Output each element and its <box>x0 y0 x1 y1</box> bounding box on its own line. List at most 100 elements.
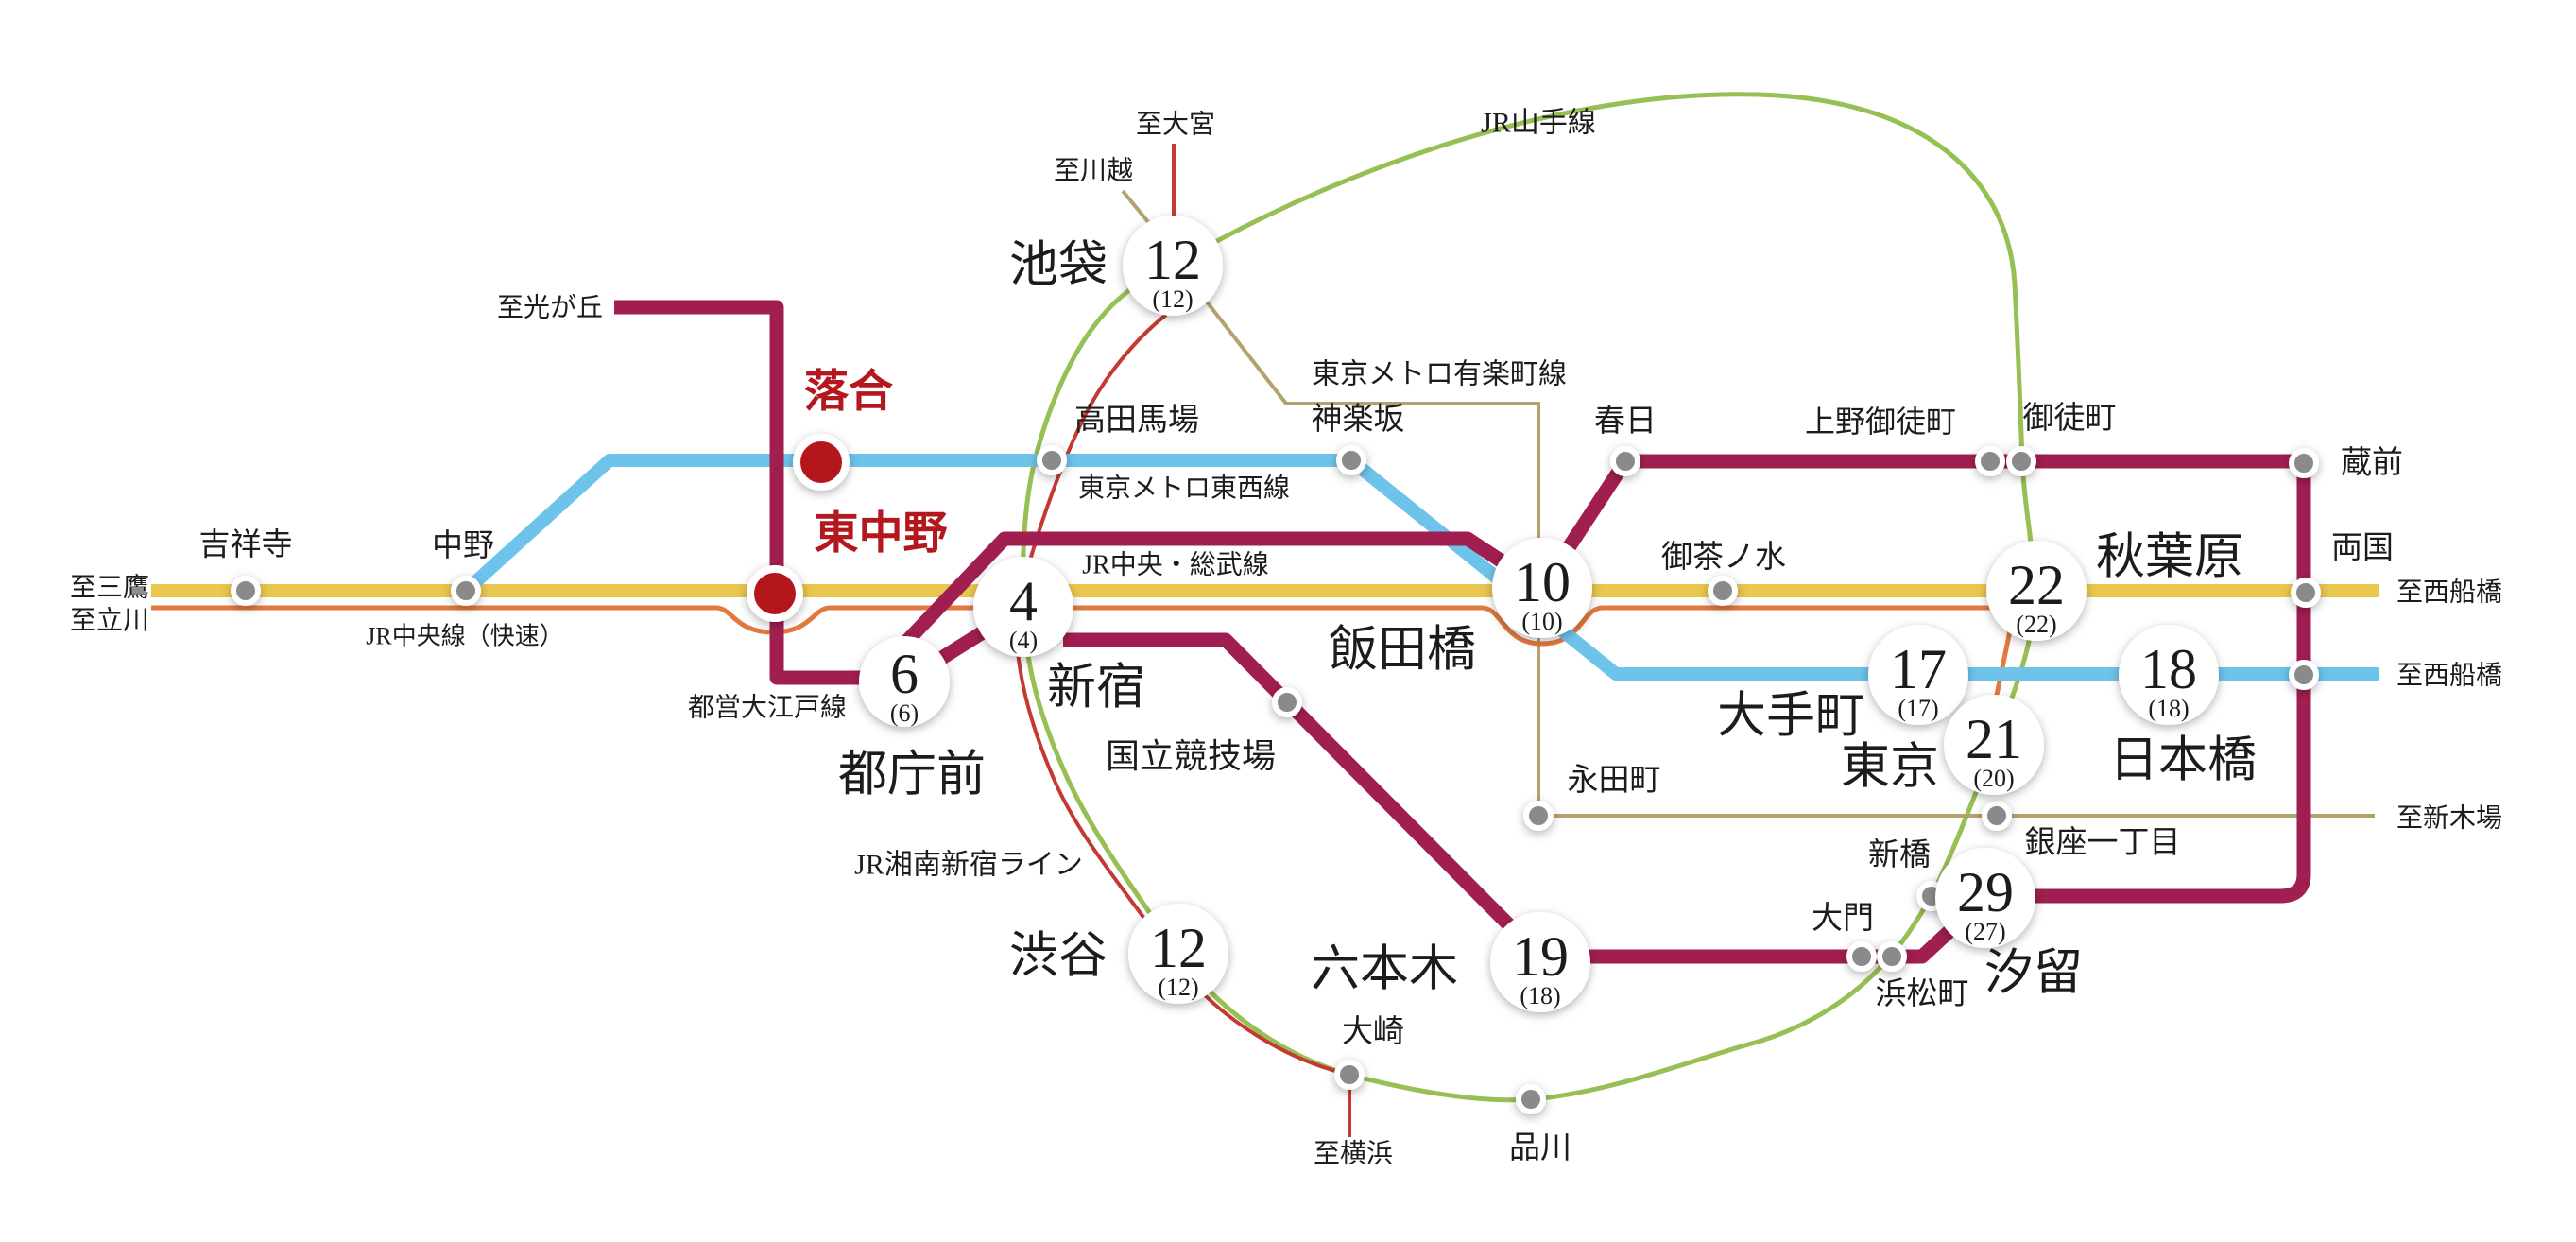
ueno-okachimachi-label: 上野御徒町 <box>1805 405 1956 439</box>
chuo-rapid-line <box>151 605 2018 700</box>
time-badges: 12 (12) 4 (4) 6 (6) 10 (10) 22 (22) 17 (… <box>859 216 2219 1012</box>
nakano-label: 中野 <box>432 528 494 563</box>
ginza-itchome-label: 銀座一丁目 <box>2025 825 2181 860</box>
hamamatsucho-label: 浜松町 <box>1876 976 1969 1011</box>
chuo-sobu-label: JR中央・総武線 <box>1082 550 1269 580</box>
badge-tokyo: 21 (20) <box>1944 695 2044 795</box>
tochomae-label: 都庁前 <box>838 749 986 802</box>
daimon-label: 大門 <box>1812 901 1874 936</box>
svg-text:(20): (20) <box>1973 765 2014 792</box>
station-dots <box>231 445 2321 1114</box>
oedo-hikarigaoka-segment <box>614 300 862 685</box>
badge-ikebukuro: 12 (12) <box>1123 216 1223 316</box>
svg-text:(18): (18) <box>2148 695 2189 722</box>
ryogoku-label: 両国 <box>2331 531 2394 565</box>
osaki-dot <box>1334 1060 1365 1090</box>
kichijoji-dot <box>231 576 261 606</box>
badge-shinjuku: 4 (4) <box>973 557 1073 657</box>
shonan-shinjuku-label: JR湘南新宿ライン <box>854 850 1083 881</box>
shibuya-label: 渋谷 <box>1009 930 1108 984</box>
svg-text:12: 12 <box>1150 917 1207 979</box>
okachimachi-label: 御徒町 <box>2023 401 2117 436</box>
iidabashi-label: 飯田橋 <box>1329 624 1476 678</box>
svg-text:19: 19 <box>1512 925 1569 988</box>
badge-shibuya: 12 (12) <box>1128 904 1228 1004</box>
svg-text:(22): (22) <box>2016 611 2056 638</box>
shiodome-label: 汐留 <box>1984 947 2083 1001</box>
svg-text:(12): (12) <box>1152 285 1193 313</box>
dest-yokohama: 至横浜 <box>1314 1139 1393 1169</box>
ochanomizu-label: 御茶ノ水 <box>1661 540 1786 575</box>
svg-text:6: 6 <box>890 643 919 705</box>
dest-hikarigaoka: 至光が丘 <box>497 293 603 323</box>
otemachi-label: 大手町 <box>1717 690 1864 744</box>
kagurazaka-label: 神楽坂 <box>1312 402 1405 437</box>
badge-tochomae: 6 (6) <box>859 636 950 727</box>
nakano-dot <box>451 576 481 606</box>
daimon-dot <box>1846 941 1877 972</box>
dest-shin-kiba: 至新木場 <box>2396 803 2502 834</box>
roppongi-label: 六本木 <box>1311 943 1458 997</box>
svg-text:(12): (12) <box>1158 974 1198 1001</box>
oedo-label: 都営大江戸線 <box>688 693 847 723</box>
svg-text:(27): (27) <box>1965 918 2005 945</box>
svg-text:(10): (10) <box>1521 608 1562 635</box>
chuo-rapid-label: JR中央線（快速） <box>366 623 563 650</box>
kagurazaka-dot <box>1336 445 1366 475</box>
home-station-dots <box>747 434 850 622</box>
ochanomizu-dot <box>1708 576 1738 606</box>
monzen-nakacho-dot <box>2289 660 2319 690</box>
yamanote-label: JR山手線 <box>1481 108 1596 139</box>
badge-otemachi: 17 (17) <box>1868 625 1968 725</box>
tozai-label: 東京メトロ東西線 <box>1078 474 1290 504</box>
svg-text:(17): (17) <box>1898 695 1938 722</box>
svg-text:(6): (6) <box>890 699 919 727</box>
hamamatsucho-dot <box>1877 941 1907 972</box>
ginza-itchome-dot <box>1982 801 2012 831</box>
kasuga-dot <box>1610 446 1640 476</box>
kokuritsu-kyogijo-label: 国立競技場 <box>1106 737 1276 775</box>
kokuritsu-kyogijo-dot <box>1272 687 1302 717</box>
svg-text:17: 17 <box>1890 638 1947 700</box>
akihabara-label: 秋葉原 <box>2096 531 2243 585</box>
takadanobaba-dot <box>1037 445 1067 475</box>
dest-nishi-funabashi-tozai: 至西船橋 <box>2396 661 2502 691</box>
higashi-nakano-label: 東中野 <box>815 509 948 559</box>
ueno-okachimachi-dot <box>1975 446 2005 476</box>
kasuga-label: 春日 <box>1594 404 1657 439</box>
dest-mitaka: 至三鷹 <box>70 573 149 603</box>
yurakucho-line <box>1204 299 2375 818</box>
badge-shiodome: 29 (27) <box>1935 848 2035 948</box>
ikebukuro-label: 池袋 <box>1009 239 1108 293</box>
shinagawa-dot <box>1516 1084 1546 1114</box>
svg-text:29: 29 <box>1957 861 2014 923</box>
ryogoku-dot <box>2291 578 2321 608</box>
svg-text:21: 21 <box>1966 708 2022 770</box>
svg-text:(18): (18) <box>1520 982 1560 1009</box>
nihombashi-label: 日本橋 <box>2109 734 2257 788</box>
kichijoji-label: 吉祥寺 <box>199 527 293 562</box>
nagatacho-label: 永田町 <box>1568 763 1661 798</box>
kuramae-label: 蔵前 <box>2341 445 2403 480</box>
dest-tachikawa: 至立川 <box>70 606 149 636</box>
badge-akihabara: 22 (22) <box>1986 541 2087 641</box>
okachimachi-dot <box>2006 446 2036 476</box>
ochiai-dot <box>793 434 850 491</box>
kuramae-dot <box>2289 448 2319 478</box>
yurakucho-label: 東京メトロ有楽町線 <box>1312 359 1567 390</box>
dest-omiya: 至大宮 <box>1136 110 1215 140</box>
shinjuku-label: 新宿 <box>1047 662 1145 716</box>
svg-text:(4): (4) <box>1009 627 1038 654</box>
svg-text:4: 4 <box>1009 570 1038 632</box>
badge-roppongi: 19 (18) <box>1490 912 1590 1012</box>
nagatacho-dot <box>1523 801 1554 831</box>
takadanobaba-label: 高田馬場 <box>1074 403 1199 438</box>
svg-text:12: 12 <box>1144 229 1201 291</box>
svg-text:22: 22 <box>2008 554 2065 616</box>
dest-kawagoe: 至川越 <box>1054 156 1133 186</box>
higashi-nakano-dot <box>747 565 803 622</box>
svg-text:10: 10 <box>1514 551 1571 613</box>
shinagawa-label: 品川 <box>1509 1131 1571 1165</box>
